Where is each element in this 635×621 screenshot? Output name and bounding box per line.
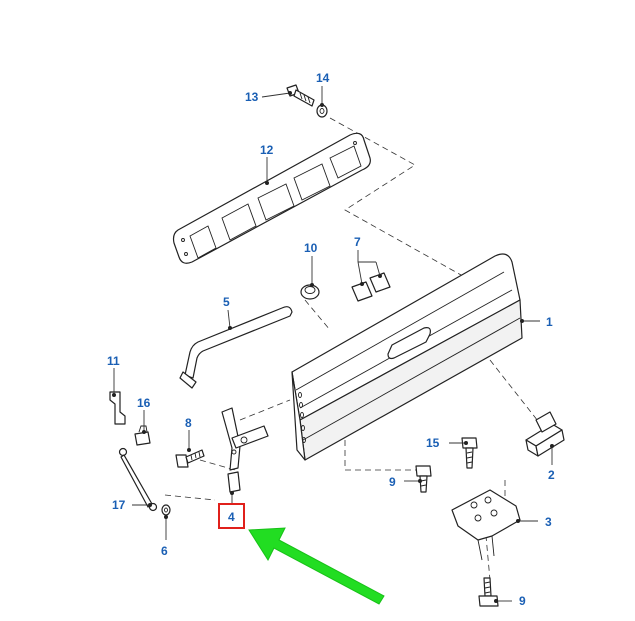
callout-14: 14 xyxy=(316,71,330,85)
callout-4: 4 xyxy=(228,510,235,524)
callout-8: 8 xyxy=(185,416,192,430)
callout-9-lower: 9 xyxy=(519,594,526,608)
part-2-hinge-bracket xyxy=(525,411,565,457)
callout-3: 3 xyxy=(545,515,552,529)
part-7-clips xyxy=(351,272,391,302)
callout-16: 16 xyxy=(137,396,151,410)
part-10-grommet xyxy=(300,284,320,300)
part-5-rod xyxy=(179,306,293,389)
callout-7: 7 xyxy=(354,235,361,249)
part-1-tailgate xyxy=(291,253,523,461)
callout-5: 5 xyxy=(223,295,230,309)
callout-15: 15 xyxy=(426,436,440,450)
callout-12: 12 xyxy=(260,143,274,157)
part-4-latch xyxy=(221,407,269,493)
callout-10: 10 xyxy=(304,241,318,255)
callout-13: 13 xyxy=(245,90,259,104)
part-11-bracket xyxy=(109,391,126,425)
part-13-bolt xyxy=(286,84,315,107)
part-3-hinge-plate xyxy=(451,489,521,561)
callout-17: 17 xyxy=(112,498,126,512)
part-6-washer xyxy=(161,504,171,516)
callout-9-upper: 9 xyxy=(389,475,396,489)
part-16-nut xyxy=(134,425,151,446)
callout-6: 6 xyxy=(161,544,168,558)
part-12-tailgate-panel-seal xyxy=(172,132,371,264)
callout-4-highlight-box xyxy=(218,503,245,529)
part-15-bolt xyxy=(461,437,478,469)
part-9-bolt-upper xyxy=(415,465,432,493)
part-8-bolt xyxy=(175,449,205,468)
callout-1: 1 xyxy=(546,315,553,329)
leader-lines xyxy=(112,86,554,603)
callout-labels: 1 2 3 4 5 6 7 8 9 9 10 11 12 13 14 15 16… xyxy=(107,71,555,608)
green-pointer-arrow xyxy=(248,527,385,605)
callout-2: 2 xyxy=(548,468,555,482)
callout-11: 11 xyxy=(107,354,120,368)
part-14-washer xyxy=(316,104,328,118)
part-17-cable xyxy=(118,447,158,512)
part-9-bolt-lower xyxy=(478,577,499,607)
